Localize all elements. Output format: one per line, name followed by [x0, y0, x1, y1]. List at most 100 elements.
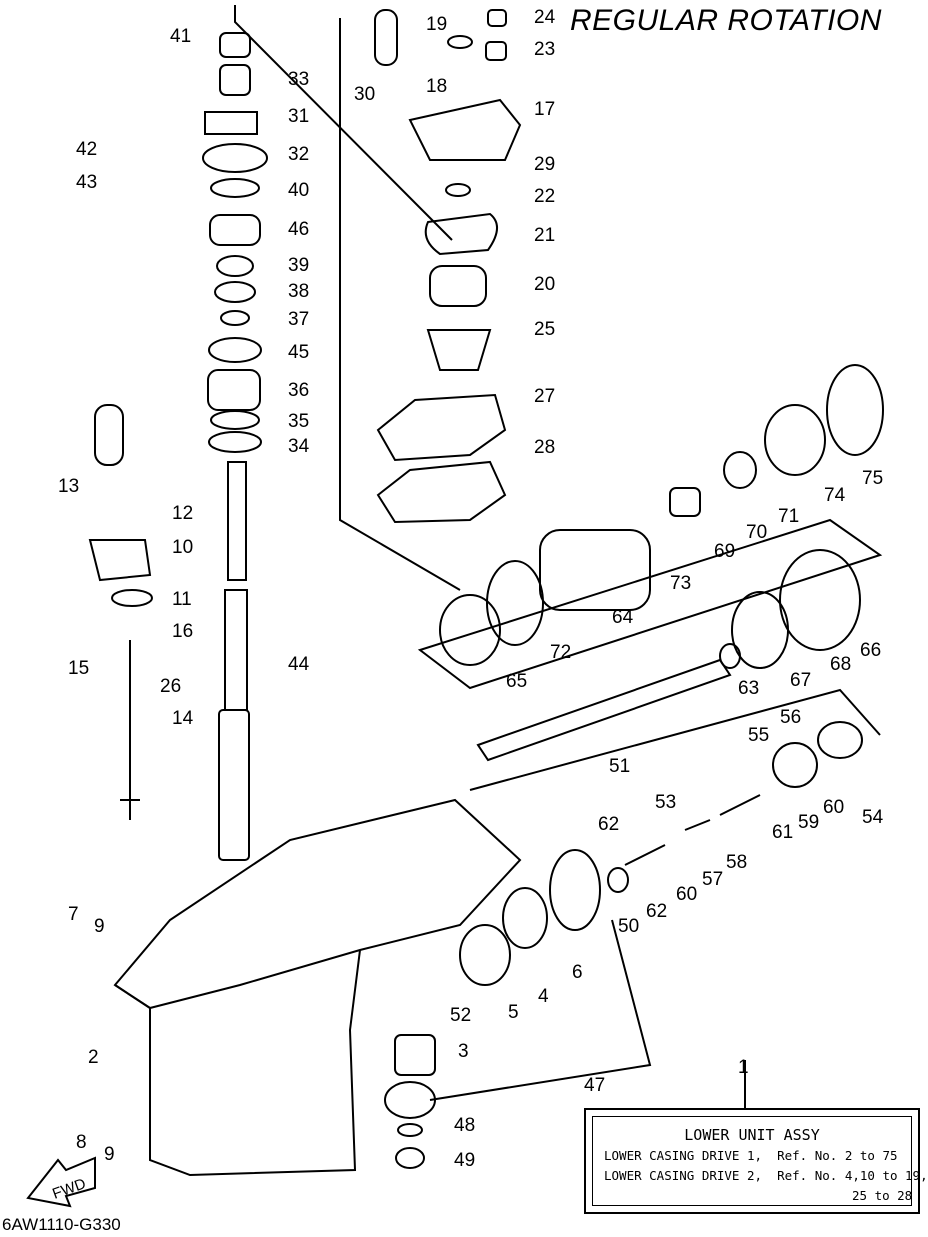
o-ring	[486, 560, 544, 646]
fwd-arrow-icon	[26, 1156, 96, 1208]
part-number-label: 7	[68, 904, 79, 925]
part-number-label: 37	[288, 309, 309, 330]
part-number-label: 70	[746, 522, 767, 543]
part-number-label: 45	[288, 342, 309, 363]
part-number-label: 30	[354, 84, 375, 105]
part-number-label: 74	[824, 485, 846, 506]
part-number-label: 27	[534, 386, 555, 407]
part-number-label: 46	[288, 219, 309, 240]
part-number-label: 72	[550, 642, 571, 663]
assembly-heading: LOWER UNIT ASSY	[684, 1126, 820, 1144]
note-circle	[374, 9, 398, 66]
propeller-shaft	[476, 658, 732, 762]
pinion	[384, 1081, 436, 1119]
part-number-label: 67	[790, 670, 811, 691]
part-number-label: 60	[823, 797, 844, 818]
race	[210, 410, 260, 430]
part-number-label: 19	[426, 14, 447, 35]
part-number-label: 55	[748, 725, 769, 746]
part-number-label: 8	[76, 1132, 87, 1153]
group-outline	[469, 688, 881, 791]
drive-shaft	[224, 589, 248, 711]
shim	[209, 214, 261, 246]
part-number-label: 14	[172, 708, 194, 729]
shim	[208, 431, 262, 453]
part-number-label: 54	[862, 807, 884, 828]
part-number-label: 25	[534, 319, 555, 340]
part-number-label: 35	[288, 411, 309, 432]
part-number-label: 11	[172, 589, 192, 610]
dog-clutch	[772, 742, 818, 788]
part-number-label: 34	[288, 436, 310, 457]
part-number-label: 38	[288, 281, 309, 302]
part-number-label: 10	[172, 537, 193, 558]
drive-shaft-upper	[227, 461, 247, 581]
part-number-label: 61	[772, 822, 793, 843]
forward-gear	[549, 849, 601, 931]
part-number-label: 48	[454, 1115, 475, 1136]
part-number-label: 13	[58, 476, 79, 497]
housing	[202, 143, 268, 173]
bearing	[439, 594, 501, 666]
gasket	[424, 212, 498, 256]
drawing-code: 6AW1110-G330	[2, 1215, 121, 1234]
diagram-title: REGULAR ROTATION	[570, 4, 882, 37]
fwd-label: FWD	[50, 1175, 88, 1203]
part-number-label: 59	[798, 812, 819, 833]
claw-washer	[779, 549, 861, 651]
shift-rod	[120, 640, 140, 820]
group-outline	[234, 5, 461, 591]
o-ring	[210, 178, 260, 198]
part-number-label: 60	[676, 884, 697, 905]
gasket	[376, 460, 507, 524]
part-number-label: 62	[598, 814, 619, 835]
bearing	[214, 281, 256, 303]
part-number-label: 9	[94, 916, 105, 937]
part-number-label: 6	[572, 962, 583, 983]
part-number-label: 16	[172, 621, 193, 642]
part-number-label: 63	[738, 678, 759, 699]
part-number-label: 33	[288, 69, 309, 90]
drive-shaft-splined	[218, 709, 250, 861]
part-number-label: 9	[104, 1144, 115, 1165]
part-number-label: 2	[88, 1047, 99, 1068]
propeller-shaft-housing	[539, 529, 651, 611]
nut	[216, 255, 254, 277]
bracket	[204, 111, 258, 135]
circlip	[764, 404, 826, 476]
reverse-gear	[731, 591, 789, 669]
part-number-label: 40	[288, 180, 309, 201]
part-number-label: 17	[534, 99, 555, 120]
part-number-label: 26	[160, 676, 181, 697]
part-number-label: 39	[288, 255, 309, 276]
shift-rod-bracket	[88, 539, 152, 582]
part-number-label: 44	[288, 654, 310, 675]
bearing	[207, 369, 261, 411]
impeller	[426, 329, 492, 371]
part-number-label: 58	[726, 852, 747, 873]
insert-cartridge	[429, 265, 487, 307]
part-number-label: 18	[426, 76, 447, 97]
grommet	[487, 9, 507, 27]
part-number-label: 32	[288, 144, 309, 165]
part-number-label: 22	[534, 186, 555, 207]
assembly-line: LOWER CASING DRIVE 2, Ref. No. 4,10 to 1…	[604, 1168, 928, 1183]
part-number-label: 31	[288, 106, 309, 127]
washer	[220, 310, 250, 326]
shift-plunger	[624, 844, 666, 866]
part-number-label: 15	[68, 658, 89, 679]
part-number-label: 65	[506, 671, 527, 692]
part-number-label: 53	[655, 792, 676, 813]
part-number-label: 62	[646, 901, 667, 922]
part-number-label: 75	[862, 468, 883, 489]
shim	[719, 643, 741, 669]
shim	[397, 1123, 423, 1137]
o-ring	[607, 867, 629, 893]
oil-seals	[219, 64, 251, 96]
group-outline	[417, 518, 883, 690]
leader	[429, 919, 652, 1101]
part-number-label: 20	[534, 274, 555, 295]
oil-seal	[219, 32, 251, 58]
o-ring	[445, 183, 471, 197]
